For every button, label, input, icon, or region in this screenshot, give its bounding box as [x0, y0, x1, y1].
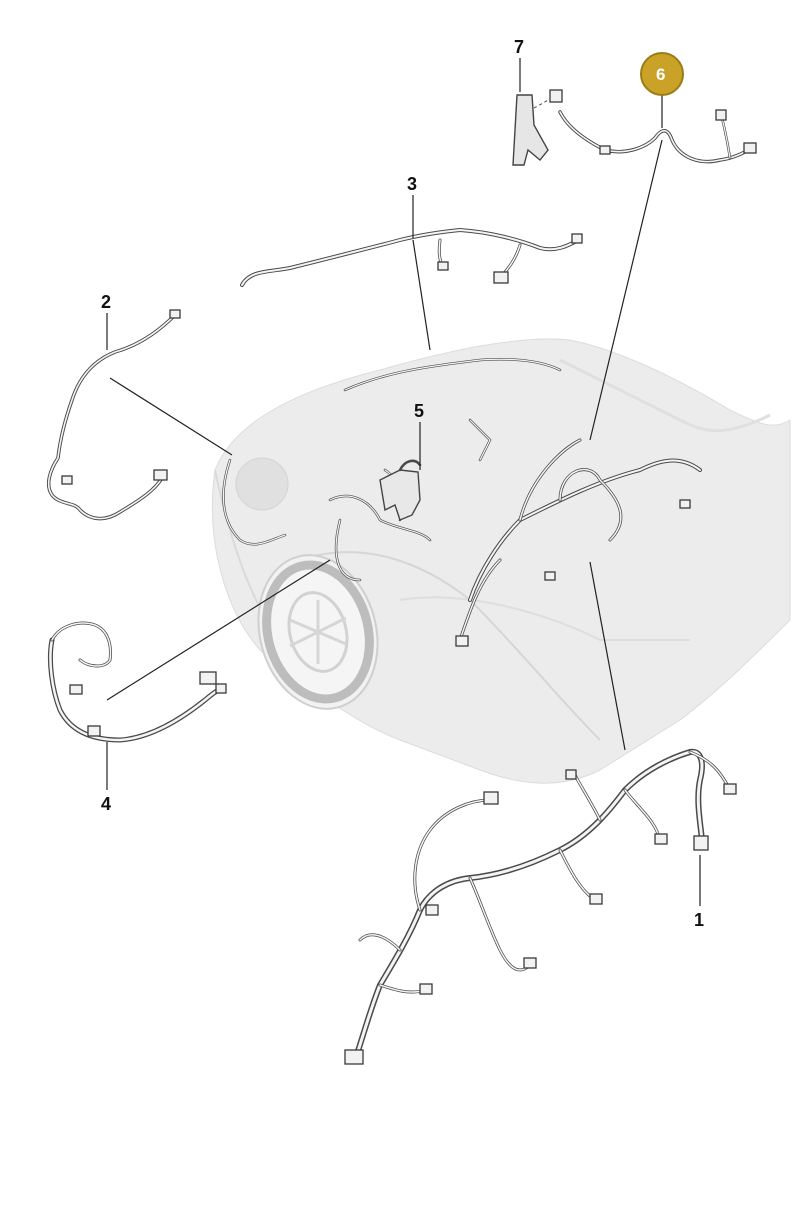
- callout-1[interactable]: 1: [694, 910, 704, 930]
- callout-6-active[interactable]: 6: [640, 52, 684, 96]
- callouts: 7 6 3 2 5 4 1: [101, 37, 704, 930]
- callout-4[interactable]: 4: [101, 794, 111, 814]
- part-5-bracket: [379, 459, 422, 521]
- callout-3[interactable]: 3: [407, 174, 417, 194]
- part-4-harness: [47, 621, 227, 743]
- car-body-ghost: [211, 338, 791, 784]
- callout-2[interactable]: 2: [101, 292, 111, 312]
- callout-6[interactable]: 6: [656, 65, 665, 84]
- leader-lines: [106, 58, 701, 906]
- callout-7[interactable]: 7: [514, 37, 524, 57]
- part-6-harness: [558, 109, 757, 164]
- part-1-harness: [344, 748, 737, 1065]
- part-3-harness: [240, 228, 583, 287]
- callout-6-badge: [640, 52, 684, 96]
- harness-in-car: [222, 358, 702, 647]
- callout-5[interactable]: 5: [414, 401, 424, 421]
- part-7-bracket: [512, 89, 563, 166]
- part-2-harness: [46, 309, 181, 521]
